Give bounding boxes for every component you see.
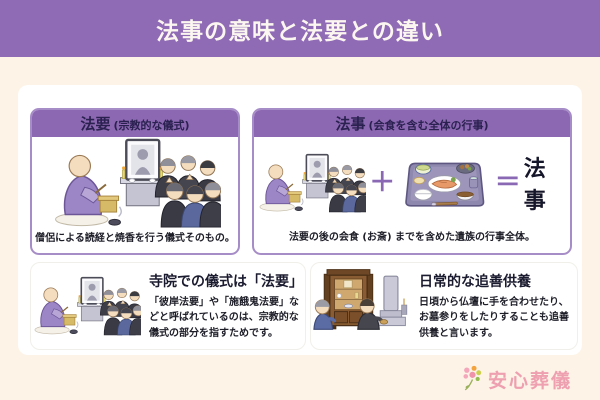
panel-houji-body: ＋ ＝ 法事 [254, 137, 570, 228]
panel-houyou-body [32, 137, 238, 229]
note-temple-heading: 寺院での儀式は「法要」 [149, 273, 303, 290]
page-title: 法事の意味と法要との違い [156, 18, 444, 45]
panel-houyou-title: 法要 [80, 115, 111, 133]
brand-logo: 安心葬儀 [461, 364, 572, 394]
panel-houji-header: 法事 (会食を含む全体の行事) [254, 110, 570, 137]
panel-houyou-caption: 僧侶による読経と焼香を行う儀式そのもの。 [35, 233, 235, 244]
houji-result-label: 法事 [523, 156, 547, 214]
note-temple-body: 「彼岸法要」や「施餓鬼法要」などと呼ばれているのは、宗教的な儀式の部分を指すため… [149, 296, 299, 339]
monk-ceremony-illustration [33, 275, 141, 337]
panel-houji-subtitle: (会食を含む全体の行事) [368, 118, 489, 132]
butsudan-and-grave-illustration [313, 267, 411, 345]
panel-houji-caption: 法要の後の会食 (お斎) までを含めた遺族の行事全体。 [288, 232, 536, 243]
header-banner: 法事の意味と法要との違い [0, 0, 600, 57]
note-daily-heading: 日常的な追善供養 [419, 273, 531, 290]
note-temple: 寺院での儀式は「法要」 「彼岸法要」や「施餓鬼法要」などと呼ばれているのは、宗教… [30, 262, 306, 350]
plus-icon: ＋ [369, 167, 396, 198]
monk-ceremony-illustration [258, 150, 366, 216]
note-daily-body: 日頃から仏壇に手を合わせたり、お墓参りをしたりすることも追善供養と言います。 [419, 296, 569, 339]
note-daily: 日常的な追善供養 日頃から仏壇に手を合わせたり、お墓参りをしたりすることも追善供… [310, 262, 578, 350]
flower-logo-icon [461, 365, 484, 394]
meal-tray-illustration [398, 151, 492, 215]
equals-icon: ＝ [494, 167, 521, 198]
monk-ceremony-illustration [49, 137, 221, 229]
brand-logo-text: 安心葬儀 [487, 369, 572, 392]
panel-houyou-subtitle: (宗教的な儀式) [113, 118, 190, 132]
panel-houji-title: 法事 [335, 115, 366, 133]
panel-houyou: 法要 (宗教的な儀式) 僧侶による読経と焼香を行う儀式そのもの。 [30, 108, 240, 255]
panel-houji: 法事 (会食を含む全体の行事) ＋ ＝ 法事 法要の後の会食 (お斎) までを含… [252, 108, 572, 255]
note-daily-text: 日常的な追善供養 日頃から仏壇に手を合わせたり、お墓参りをしたりすることも追善供… [419, 271, 575, 342]
note-temple-text: 寺院での儀式は「法要」 「彼岸法要」や「施餓鬼法要」などと呼ばれているのは、宗教… [149, 271, 303, 342]
panel-houyou-header: 法要 (宗教的な儀式) [32, 110, 238, 137]
